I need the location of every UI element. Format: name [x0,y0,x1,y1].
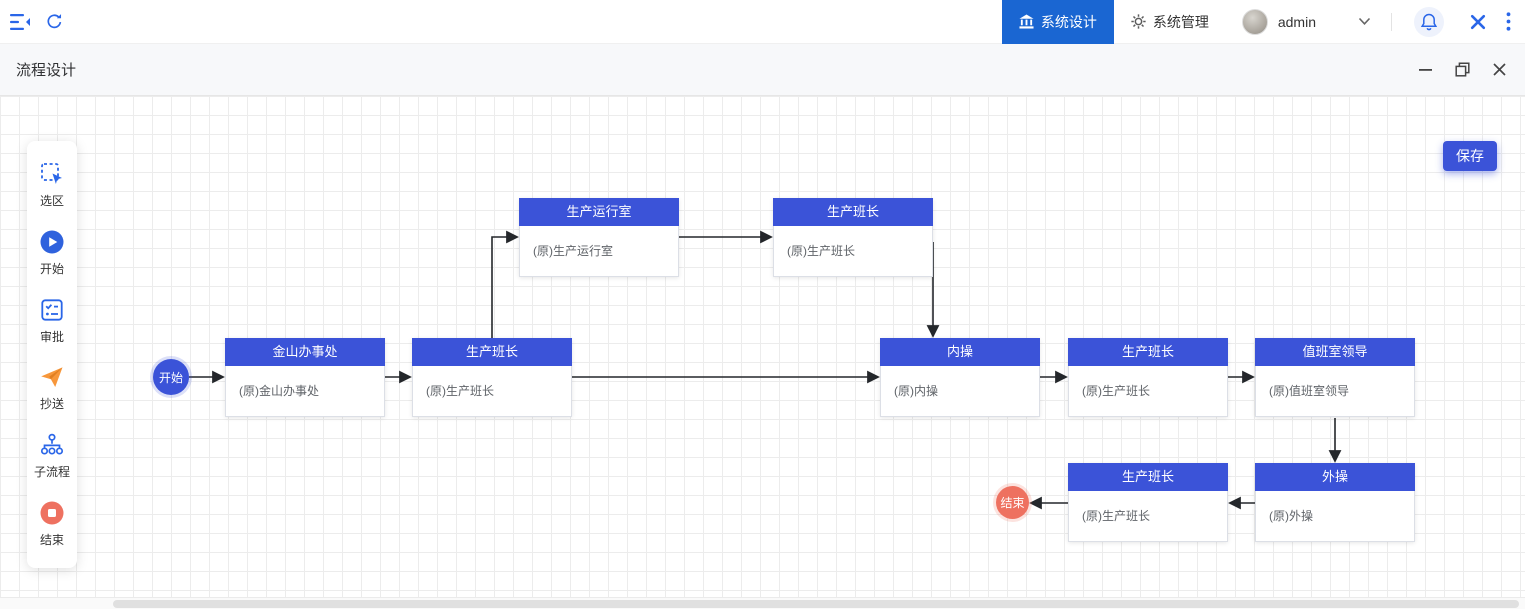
start-node[interactable]: 开始 [153,359,189,395]
x-tool-icon[interactable] [1470,14,1486,30]
palette-item-end[interactable]: 结束 [39,500,65,548]
topbar: 系统设计 系统管理 admin [0,0,1525,44]
flow-node-scbz-a[interactable]: 生产班长(原)生产班长 [412,338,572,417]
node-title: 外操 [1255,463,1415,491]
palette-item-label: 抄送 [39,397,64,412]
notifications-button[interactable] [1414,6,1444,37]
tab-system-admin[interactable]: 系统管理 [1114,0,1226,44]
node-title: 内操 [880,338,1040,366]
page-title: 流程设计 [16,62,77,79]
window-controls [1417,62,1509,78]
node-subtitle: (原)生产班长 [1068,491,1228,542]
node-subtitle: (原)生产运行室 [519,226,679,277]
palette-item-label: 结束 [39,533,64,548]
flow-node-jinshan[interactable]: 金山办事处(原)金山办事处 [225,338,385,417]
node-subtitle: (原)生产班长 [1068,366,1228,417]
marquee-select-icon [39,161,65,187]
tab-label: 系统管理 [1152,13,1209,30]
end-node[interactable]: 结束 [996,486,1029,519]
topbar-right: 系统设计 系统管理 admin [1001,0,1525,44]
flow-node-scbz-top[interactable]: 生产班长(原)生产班长 [773,198,933,277]
node-title: 生产班长 [412,338,572,366]
gear-icon [1131,14,1146,29]
palette-item-label: 选区 [39,193,64,208]
scrollbar-thumb[interactable] [113,600,1519,608]
palette-item-select[interactable]: 选区 [39,161,65,209]
approval-checklist-icon [39,297,65,323]
node-title: 生产班长 [773,198,933,226]
palette: 选区开始审批抄送子流程结束 [27,141,77,568]
palette-item-cc[interactable]: 抄送 [39,364,65,412]
palette-item-subprocess[interactable]: 子流程 [34,432,70,480]
flow-node-scyxs[interactable]: 生产运行室(原)生产运行室 [519,198,679,277]
node-subtitle: (原)外操 [1255,491,1415,542]
panel-header: 流程设计 [0,44,1525,96]
flow-node-scbz-c[interactable]: 生产班长(原)生产班长 [1068,463,1228,542]
node-subtitle: (原)值班室领导 [1255,366,1415,417]
flow-canvas[interactable]: 金山办事处(原)金山办事处生产班长(原)生产班长生产运行室(原)生产运行室生产班… [0,96,1525,609]
node-title: 值班室领导 [1255,338,1415,366]
tab-label: 系统设计 [1040,13,1097,30]
flow-node-neicao[interactable]: 内操(原)内操 [880,338,1040,417]
avatar [1241,8,1268,35]
node-title: 生产班长 [1068,463,1228,491]
divider [1391,12,1392,31]
collapse-menu-icon[interactable] [10,13,30,30]
node-title: 金山办事处 [225,338,385,366]
node-subtitle: (原)金山办事处 [225,366,385,417]
close-icon[interactable] [1491,62,1507,78]
chevron-down-icon [1358,17,1371,26]
horizontal-scrollbar[interactable] [0,597,1525,609]
flow-node-waicao[interactable]: 外操(原)外操 [1255,463,1415,542]
more-menu-icon[interactable] [1506,12,1511,31]
node-layer: 金山办事处(原)金山办事处生产班长(原)生产班长生产运行室(原)生产运行室生产班… [0,96,1525,609]
bell-icon [1421,13,1437,31]
node-subtitle: (原)生产班长 [773,226,933,277]
palette-item-label: 开始 [39,261,64,276]
flow-node-zbs-leader[interactable]: 值班室领导(原)值班室领导 [1255,338,1415,417]
tab-system-design[interactable]: 系统设计 [1001,0,1114,44]
bank-icon [1019,14,1034,29]
start-play-icon [39,229,65,255]
user-menu[interactable]: admin [1226,8,1387,35]
refresh-icon[interactable] [46,13,63,30]
org-tree-icon [39,432,65,458]
save-button[interactable]: 保存 [1443,141,1497,171]
maximize-icon[interactable] [1454,62,1470,78]
palette-item-start[interactable]: 开始 [39,229,65,277]
minimize-icon[interactable] [1417,62,1433,78]
palette-item-label: 子流程 [33,465,70,480]
node-title: 生产班长 [1068,338,1228,366]
paper-plane-icon [39,364,65,390]
node-subtitle: (原)内操 [880,366,1040,417]
user-name: admin [1277,13,1316,30]
palette-item-approval[interactable]: 审批 [39,297,65,345]
palette-item-label: 审批 [39,329,64,344]
stop-icon [39,500,65,526]
flow-node-scbz-b[interactable]: 生产班长(原)生产班长 [1068,338,1228,417]
topbar-left [0,13,63,30]
node-subtitle: (原)生产班长 [412,366,572,417]
node-title: 生产运行室 [519,198,679,226]
